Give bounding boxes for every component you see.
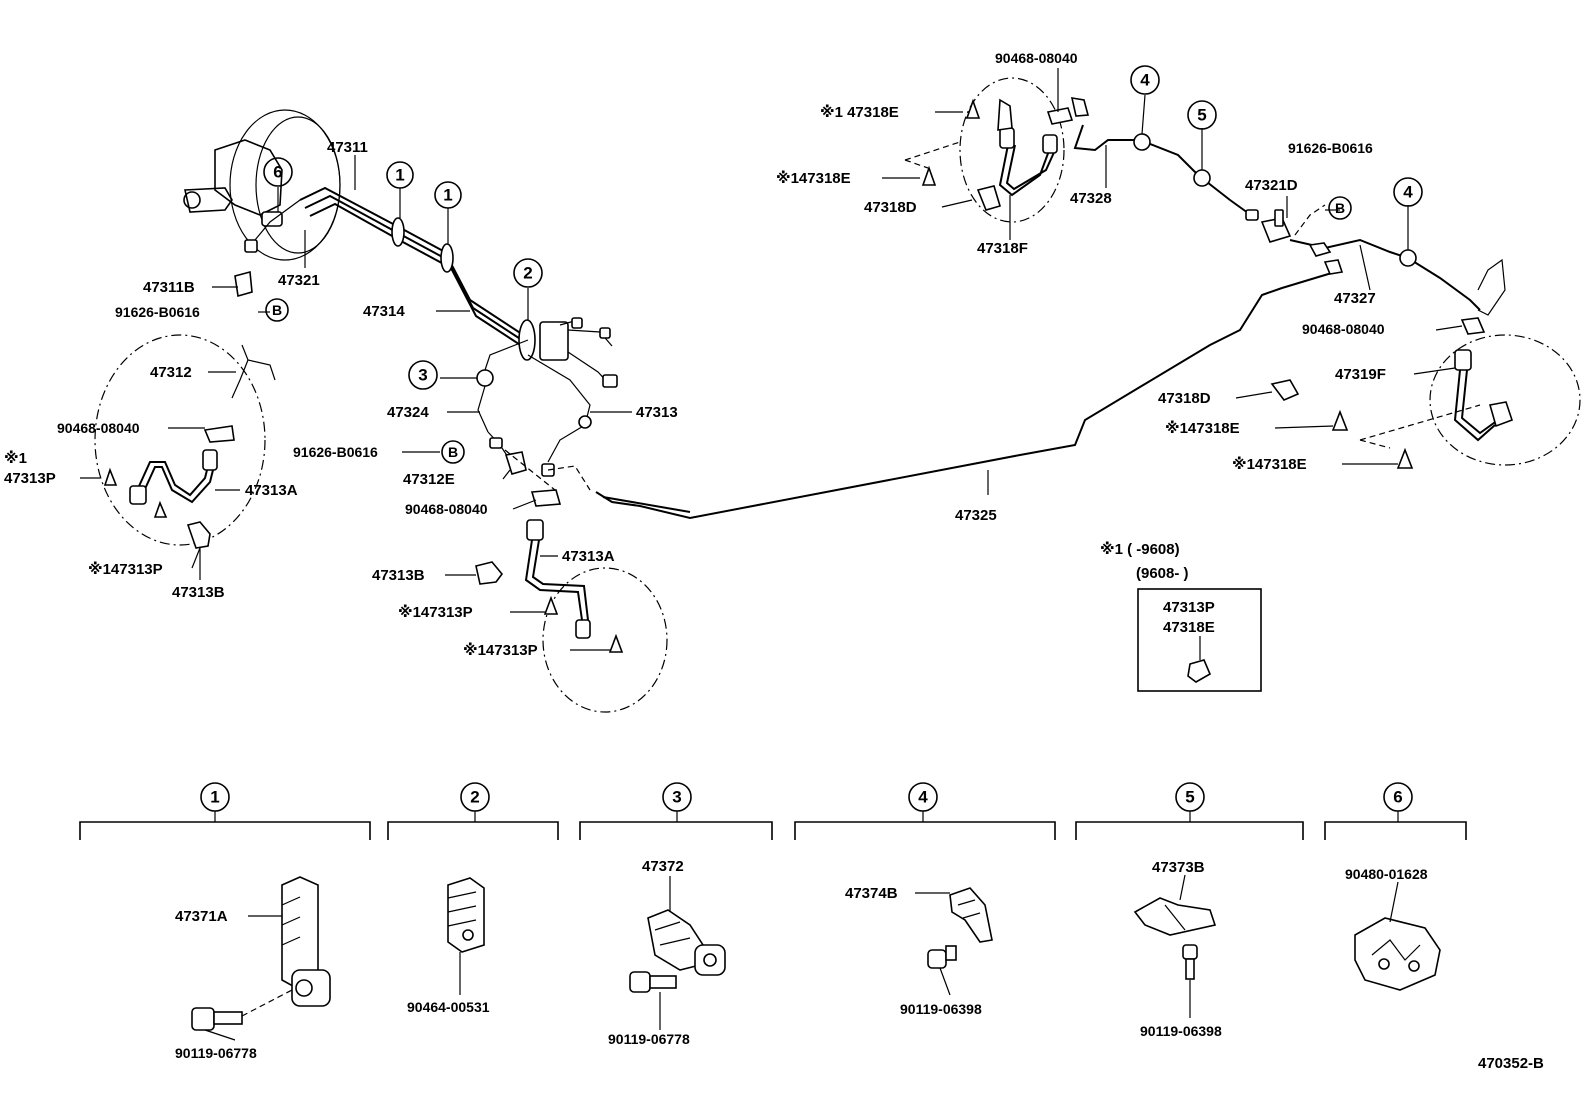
label-47327: 47327	[1334, 290, 1376, 307]
label-47314: 47314	[363, 303, 405, 320]
label-47318e-a: ※1 47318E	[820, 103, 899, 121]
label-47312: 47312	[150, 364, 192, 381]
front-left-brake	[94, 334, 276, 549]
label-box-47313p: 47313P	[1163, 599, 1215, 616]
rear-pipes	[1073, 124, 1506, 335]
circled-markers: 6 1 1 2 3 4 5 4 B B B	[263, 65, 1423, 464]
marker-5: 5	[1197, 106, 1206, 125]
label-47318d-a: 47318D	[864, 199, 917, 216]
marker-1-b: 1	[443, 186, 452, 205]
label-91626-b0616-a: 91626-B0616	[115, 304, 200, 320]
detail-group-4: 4 47374B 90119-06398	[794, 782, 1056, 1017]
label-90119-06398-a: 90119-06398	[900, 1001, 982, 1017]
rear-right-brake	[1270, 334, 1581, 469]
label-47313p-d: ※147313P	[463, 641, 538, 659]
marker-4-b: 4	[1403, 183, 1413, 202]
label-47313: 47313	[636, 404, 678, 421]
label-90468-08040-d: 90468-08040	[1302, 321, 1385, 337]
label-47371a: 47371A	[175, 908, 228, 925]
label-90119-06398-b: 90119-06398	[1140, 1023, 1222, 1039]
label-90468-08040-c: 90468-08040	[995, 50, 1078, 66]
label-47313p-a: 47313P	[4, 470, 56, 487]
pipe-47325	[595, 271, 1336, 520]
rear-left-brake	[904, 77, 1090, 223]
label-47318e-b: ※147318E	[776, 169, 851, 187]
group-marker-3: 3	[672, 788, 681, 807]
label-47318f: 47318F	[977, 240, 1028, 257]
label-91626-b0616-c: 91626-B0616	[1288, 140, 1373, 156]
group-marker-5: 5	[1185, 788, 1194, 807]
group-marker-6: 6	[1393, 788, 1402, 807]
detail-group-3: 3 47372 90119-06778	[579, 782, 773, 1047]
label-47311b: 47311B	[143, 279, 195, 296]
label-47313a-left: 47313A	[245, 482, 298, 499]
main-pipes-47311	[254, 186, 536, 361]
label-47313p-c: ※147313P	[398, 603, 473, 621]
part-labels: 47311 47321 47311B 91626-B0616 47314 473…	[4, 50, 1386, 659]
leader-lines	[80, 68, 1463, 651]
label-47318e-c: ※147318E	[1165, 419, 1240, 437]
group-marker-4: 4	[918, 788, 928, 807]
label-note-date-2: (9608- )	[1136, 565, 1189, 582]
marker-6: 6	[273, 163, 282, 182]
label-91626-b0616-b: 91626-B0616	[293, 444, 378, 460]
front-right-pipes	[476, 339, 592, 507]
label-90464-00531: 90464-00531	[407, 999, 490, 1015]
label-47313a-mid: 47313A	[562, 548, 615, 565]
label-note-1-a: ※1	[4, 449, 27, 467]
label-47319f: 47319F	[1335, 366, 1386, 383]
detail-group-6: 6 90480-01628	[1324, 782, 1467, 991]
detail-group-5: 5 47373B 90119-06398	[1075, 782, 1304, 1039]
label-box-47318e: 47318E	[1163, 619, 1215, 636]
label-note-date-1: ※1 ( -9608)	[1100, 540, 1180, 558]
marker-1-a: 1	[395, 166, 404, 185]
label-90119-06778-a: 90119-06778	[175, 1045, 257, 1061]
union-bracket	[539, 321, 569, 361]
label-47313b-left: 47313B	[172, 584, 225, 601]
marker-b-b: B	[448, 444, 458, 460]
marker-b-c: B	[1335, 200, 1345, 216]
label-47313p-b: ※147313P	[88, 560, 163, 578]
label-47372: 47372	[642, 858, 684, 875]
group-marker-2: 2	[470, 788, 479, 807]
label-47311: 47311	[327, 139, 368, 156]
label-47325: 47325	[955, 507, 997, 524]
document-code: 470352-B	[1478, 1055, 1544, 1072]
marker-b-a: B	[272, 302, 282, 318]
bracket-47311b	[234, 270, 253, 298]
label-47312e: 47312E	[403, 471, 455, 488]
label-90468-08040-a: 90468-08040	[57, 420, 140, 436]
label-90468-08040-b: 90468-08040	[405, 501, 488, 517]
label-47313b-mid: 47313B	[372, 567, 425, 584]
label-47321d: 47321D	[1245, 177, 1298, 194]
brake-booster-assembly	[183, 109, 341, 261]
front-right-brake	[475, 519, 668, 713]
label-47318e-d: ※147318E	[1232, 455, 1307, 473]
marker-3: 3	[418, 366, 427, 385]
detail-group-2: 2 90464-00531	[387, 782, 559, 1015]
label-47321: 47321	[278, 272, 320, 289]
label-47374b: 47374B	[845, 885, 898, 902]
label-90480-01628: 90480-01628	[1345, 866, 1428, 882]
label-47373b: 47373B	[1152, 859, 1205, 876]
note-box: 47313P 47318E	[1137, 588, 1262, 692]
label-47324: 47324	[387, 404, 429, 421]
group-marker-1: 1	[210, 788, 219, 807]
label-47328: 47328	[1070, 190, 1112, 207]
label-47318d-b: 47318D	[1158, 390, 1211, 407]
marker-4-a: 4	[1140, 71, 1150, 90]
detail-group-1: 1 47371A 90119-06778	[79, 782, 371, 1061]
label-90119-06778-b: 90119-06778	[608, 1031, 690, 1047]
marker-2: 2	[523, 264, 532, 283]
